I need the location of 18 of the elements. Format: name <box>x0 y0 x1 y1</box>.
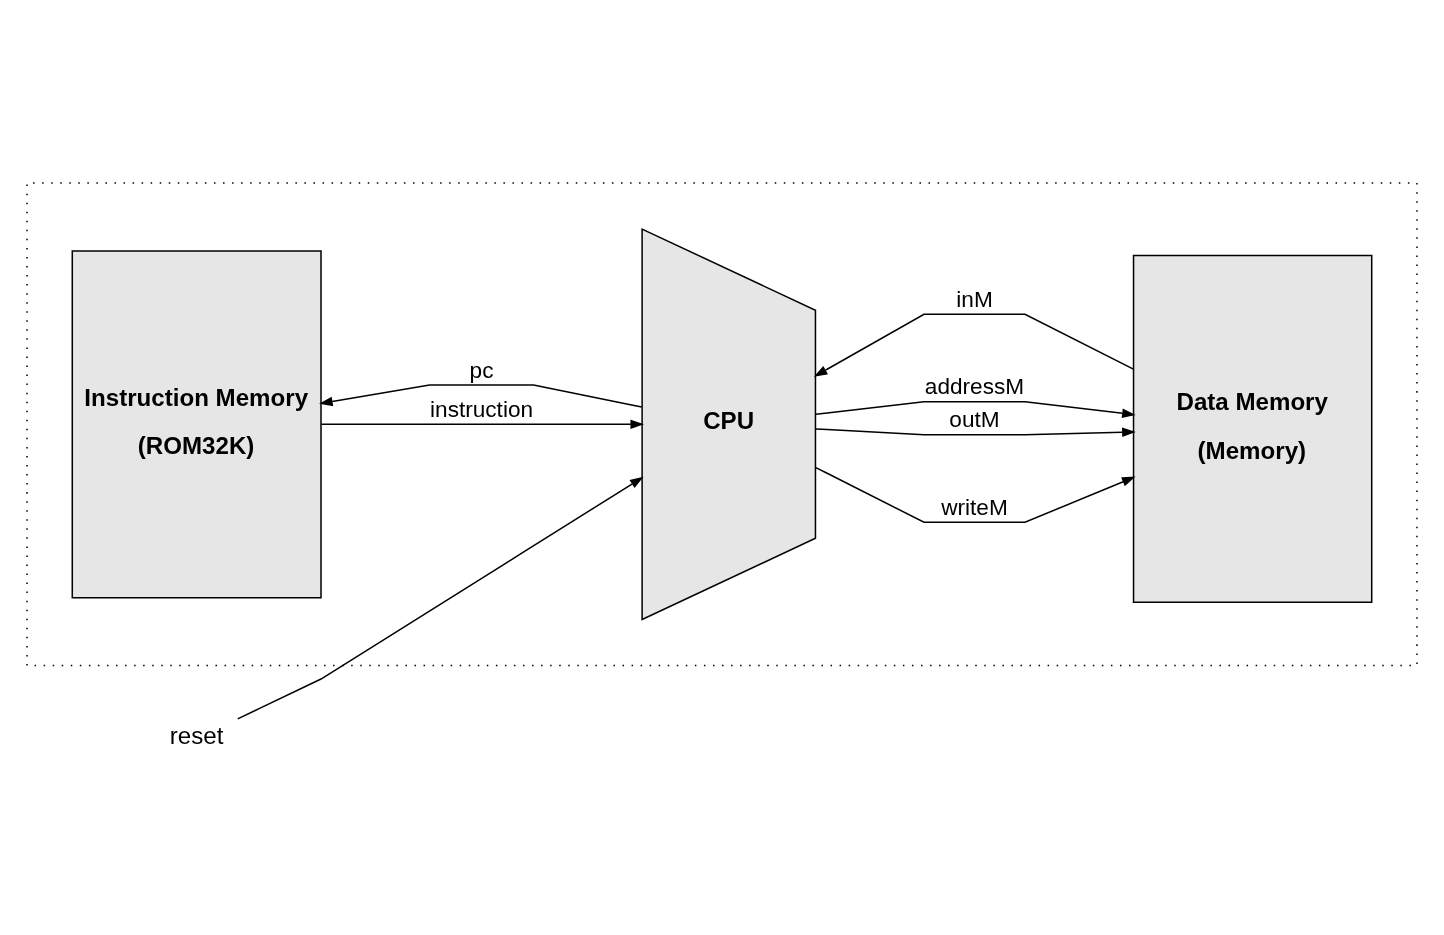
node-text: reset <box>169 721 224 749</box>
arrow <box>815 400 1136 418</box>
edge-label: inM <box>956 286 993 312</box>
arrow <box>236 476 644 720</box>
node-box: CPU <box>641 227 817 621</box>
arrow <box>320 419 645 429</box>
arrow <box>815 466 1136 523</box>
node-box: Data Memory (Memory) <box>1132 254 1373 603</box>
arrow <box>815 427 1136 437</box>
cluster <box>26 181 1418 666</box>
edge-label: outM <box>949 406 1000 432</box>
edge-label: pc <box>469 357 494 383</box>
edge-label: addressM <box>924 373 1025 399</box>
arrow <box>319 383 643 408</box>
arrow <box>813 313 1135 377</box>
edge-label: writeM <box>941 494 1008 520</box>
node-box: Instruction Memory (ROM32K) <box>71 249 322 598</box>
edge-label: instruction <box>430 396 534 422</box>
